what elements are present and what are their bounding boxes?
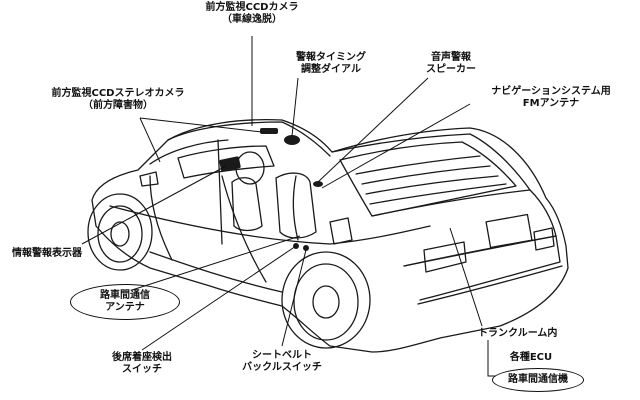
leader-ecu-bracket (487, 340, 496, 377)
car-roof-rear (331, 133, 531, 191)
leader-stereo-ccd-1 (139, 117, 263, 133)
a-pillar (149, 139, 229, 165)
rear-wheel (293, 263, 359, 341)
leader-voice-speaker (317, 77, 429, 183)
label-info-alarm-display: 情報警報表示器 (12, 248, 82, 259)
body-crease (109, 205, 431, 245)
door-line-front (149, 175, 173, 261)
leader-rear-seat (141, 245, 297, 351)
door-line-rear (221, 175, 267, 283)
leader-info-display (81, 165, 227, 245)
buckle-sensor-dot (303, 245, 309, 251)
rear-window-line-2 (361, 165, 491, 185)
rear-window-line-1 (355, 155, 481, 175)
label-seatbelt-buckle-switch: シートベルト バックルスイッチ (242, 350, 322, 373)
seat-belt-strap (292, 175, 299, 241)
label-front-ccd-lane: 前方監視CCDカメラ （車線逸脱） (205, 2, 299, 25)
front-camera-unit (260, 128, 278, 134)
tail-light-right (533, 227, 555, 251)
trunk-lid (371, 189, 557, 267)
road-vehicle-comm-unit-oval (492, 368, 584, 392)
license-plate (485, 213, 533, 249)
label-various-ecu: 各種ECU (509, 352, 553, 363)
leader-alarm-dial (291, 77, 299, 137)
label-trunk-room: トランクルーム内 (478, 328, 558, 339)
fuel-door (329, 217, 353, 245)
rear-window-line-3 (365, 175, 499, 195)
speaker-unit (284, 135, 300, 145)
leader-navi-fm (321, 103, 471, 189)
rear-wheel-arch (281, 251, 371, 349)
rear-hub (312, 285, 340, 319)
rear-seat (275, 172, 317, 239)
road-vehicle-antenna-oval (70, 284, 180, 320)
label-navigation-fm-antenna: ナビゲーションシステム用 FMアンテナ (491, 86, 611, 109)
b-pillar (217, 139, 223, 245)
car-roof (167, 121, 331, 157)
front-hub (110, 221, 130, 247)
rear-face (403, 235, 561, 301)
rocker-line (149, 251, 283, 293)
front-wheel-arch (87, 193, 153, 271)
tail-light-left (423, 241, 467, 273)
dashboard (177, 145, 275, 179)
display-device (219, 156, 241, 172)
label-rear-seat-sensor: 後席着座検出 スイッチ (112, 352, 172, 375)
front-seat (231, 177, 263, 232)
front-wheel (97, 205, 143, 263)
label-road-vehicle-antenna: 路車間通信 アンテナ (100, 290, 150, 313)
label-voice-alarm-speaker: 音声警報 スピーカー (426, 52, 476, 75)
rear-window-line-4 (369, 183, 507, 205)
leader-trunk (449, 227, 483, 327)
roof-antenna-unit (313, 181, 323, 187)
leader-road-antenna (131, 235, 301, 291)
rear-bumper (417, 265, 563, 305)
label-front-ccd-stereo: 前方監視CCDステレオカメラ （前方障害物） (51, 88, 185, 111)
rear-window (339, 141, 517, 217)
label-road-vehicle-comm-unit: 路車間通信機 (508, 374, 568, 385)
side-mirror (139, 171, 159, 187)
label-alarm-timing-dial: 警報タイミング 調整ダイアル (296, 52, 366, 75)
leader-seatbelt (281, 249, 307, 347)
leader-stereo-ccd-2 (139, 117, 161, 163)
car-body-outline (91, 119, 569, 353)
